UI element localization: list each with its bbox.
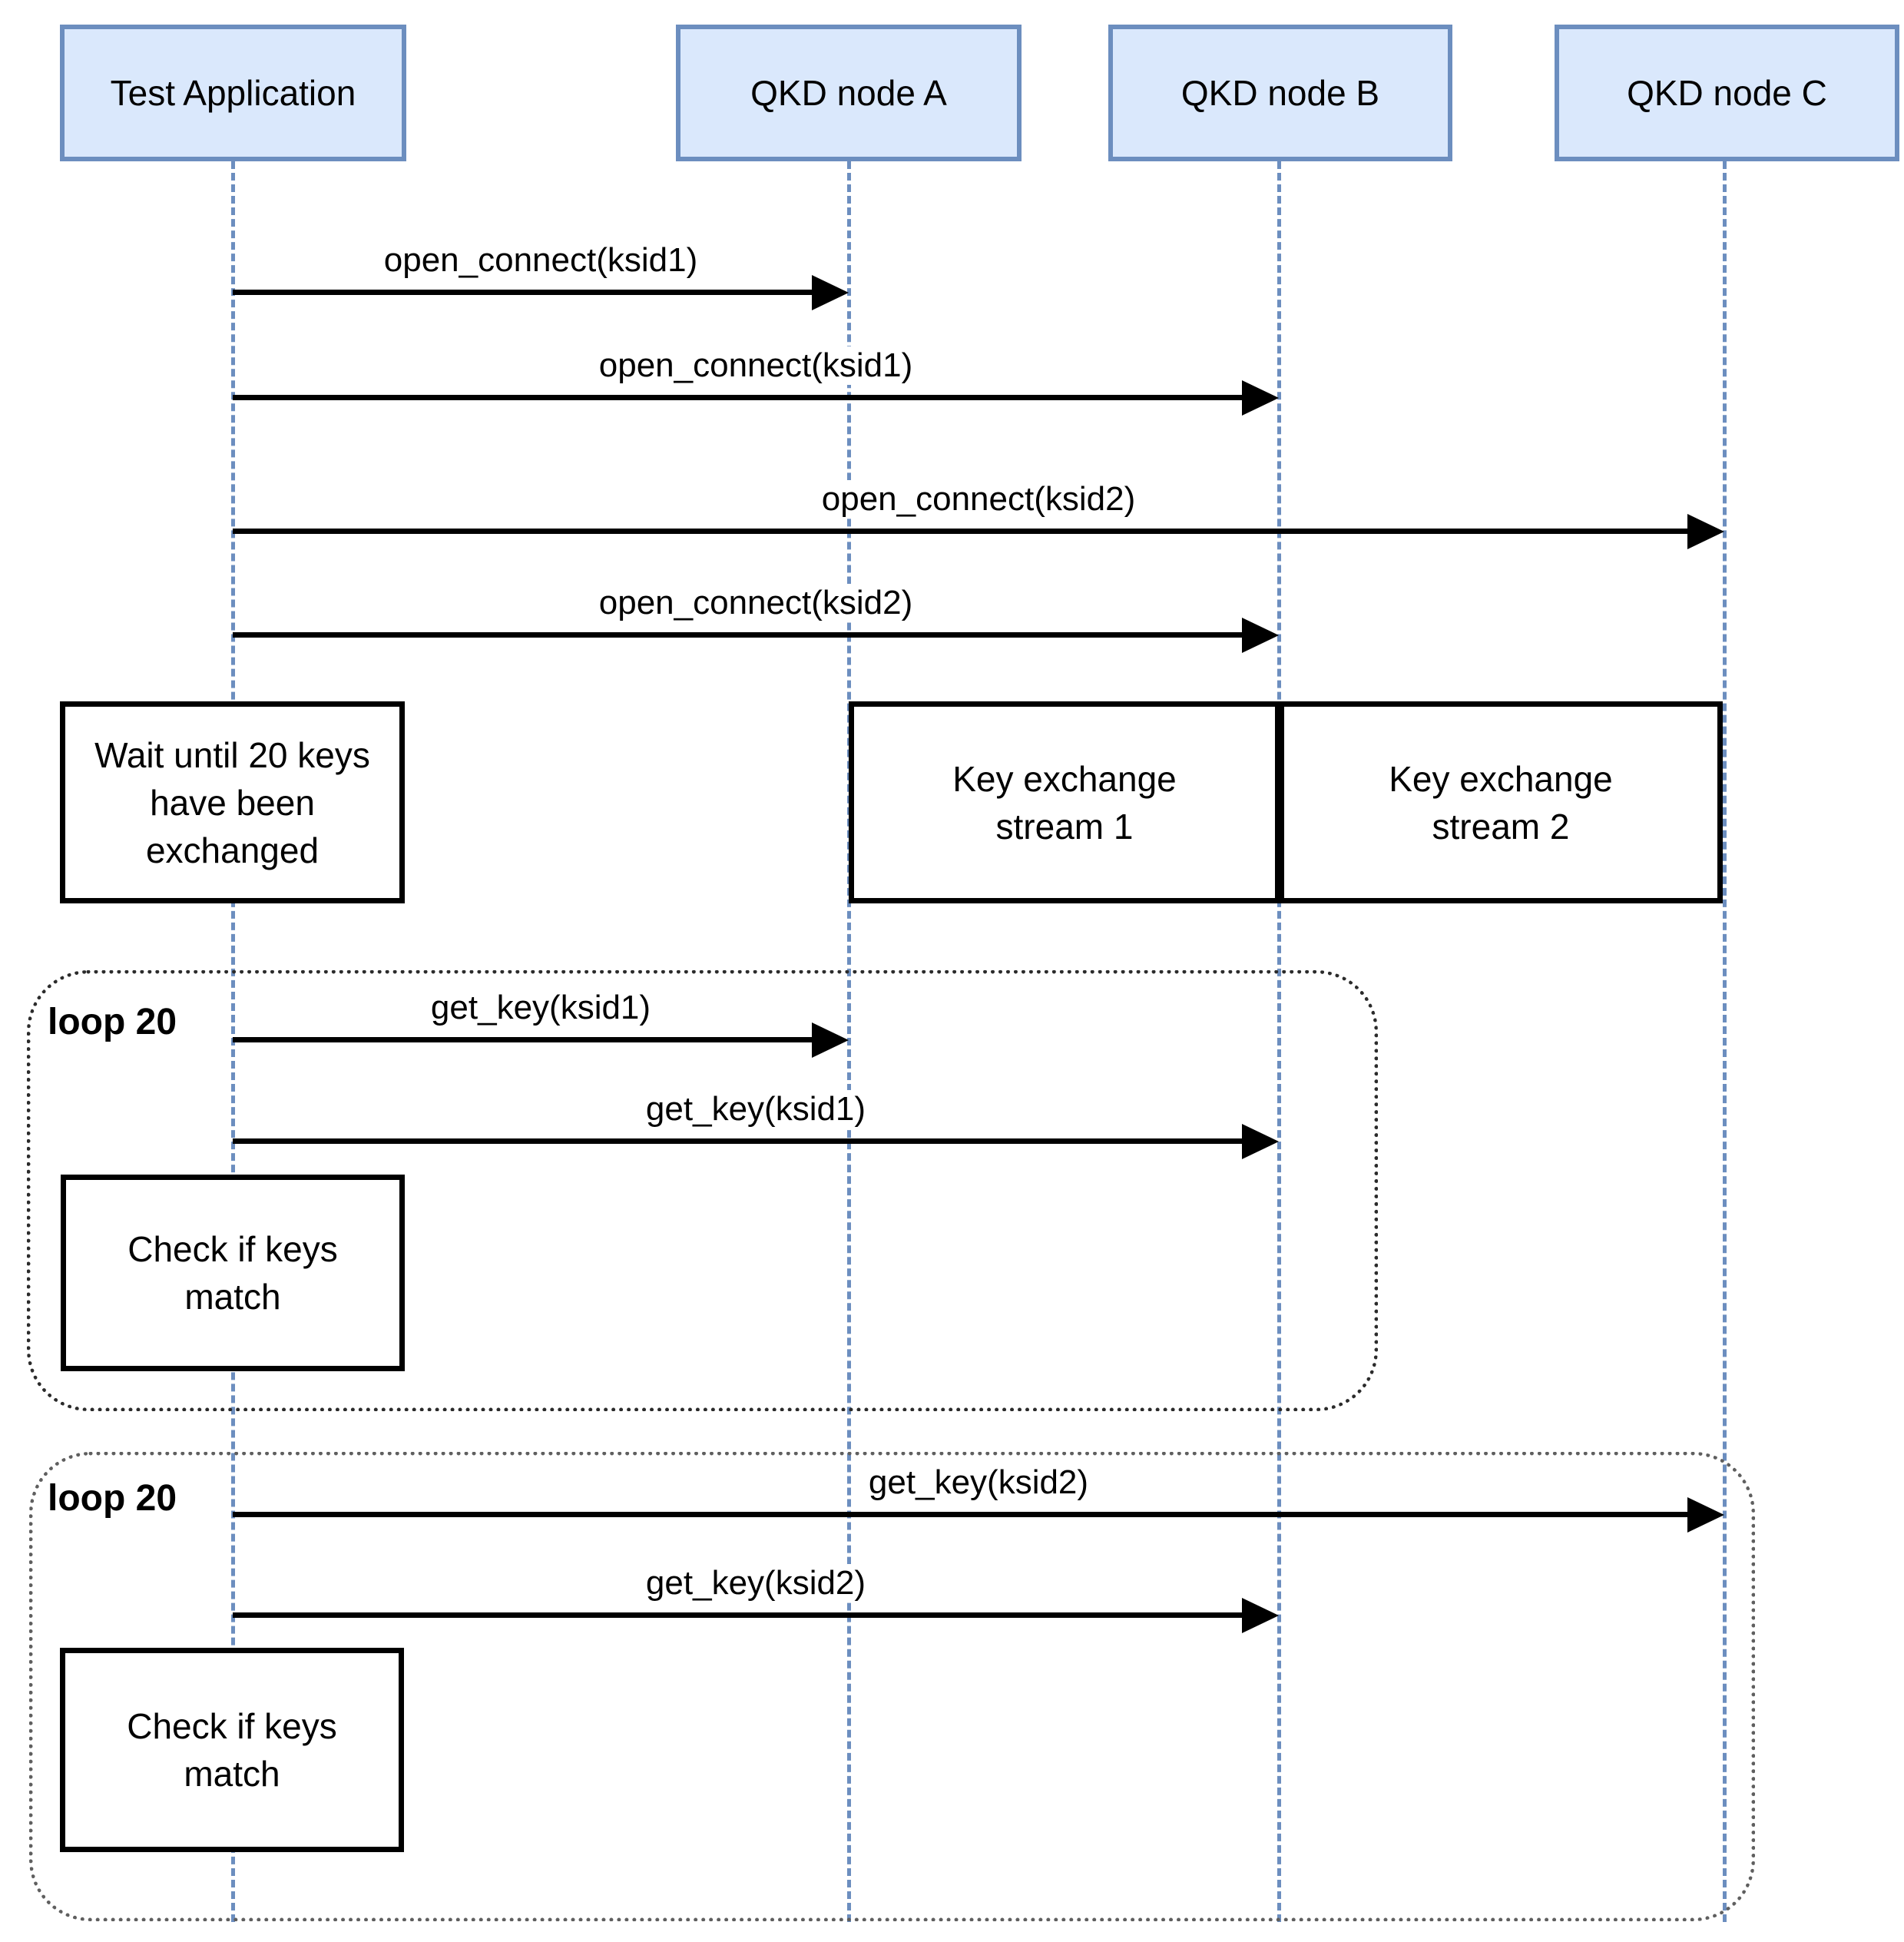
arrowhead-icon [1242,618,1279,653]
message-label: open_connect(ksid1) [376,241,706,280]
note-check-keys-match-1: Check if keys match [61,1175,405,1371]
arrowhead-icon [812,275,849,310]
message-line [233,1512,1689,1517]
loop-frame-2 [29,1452,1755,1921]
message-line [233,1138,1243,1144]
message-label: open_connect(ksid1) [591,346,921,385]
actor-qkd-node-b: QKD node B [1108,25,1452,161]
message-line [233,1037,813,1042]
loop-2-label: loop 20 [48,1478,177,1519]
arrowhead-icon [1242,1598,1279,1633]
loop-frame-1 [27,970,1378,1411]
arrowhead-icon [1687,1497,1724,1533]
actor-qkd-node-a: QKD node A [676,25,1022,161]
actor-qkd-node-c: QKD node C [1555,25,1899,161]
actor-test-application: Test Application [60,25,406,161]
message-label: get_key(ksid1) [422,989,659,1027]
lifeline-qkd-node-b [1277,161,1281,1922]
message-label: get_key(ksid2) [637,1564,874,1602]
message-label: open_connect(ksid2) [591,584,921,622]
message-line [233,290,813,295]
lifeline-qkd-node-a [847,161,851,1922]
note-key-exchange-stream-2: Key exchange stream 2 [1279,701,1723,903]
message-line [233,395,1243,400]
arrowhead-icon [812,1022,849,1058]
message-label: get_key(ksid1) [637,1090,874,1128]
note-check-keys-match-2: Check if keys match [60,1648,404,1852]
note-key-exchange-stream-1: Key exchange stream 1 [849,701,1280,903]
arrowhead-icon [1687,514,1724,549]
message-line [233,632,1243,638]
arrowhead-icon [1242,1124,1279,1159]
note-wait-for-keys: Wait until 20 keys have been exchanged [60,701,405,903]
arrowhead-icon [1242,380,1279,416]
message-label: get_key(ksid2) [860,1463,1097,1502]
lifeline-qkd-node-c [1723,161,1727,1922]
loop-1-label: loop 20 [48,1002,177,1042]
message-label: open_connect(ksid2) [813,480,1144,519]
message-line [233,529,1689,534]
message-line [233,1612,1243,1618]
